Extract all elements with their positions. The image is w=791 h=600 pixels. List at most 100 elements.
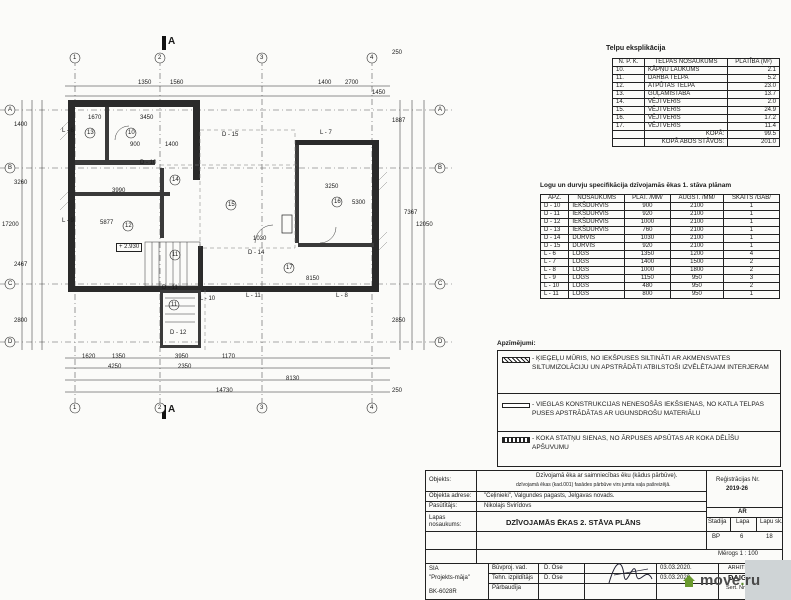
doors-header-width: PLAT. /MM/ <box>624 194 671 203</box>
cell: LOGS <box>568 290 626 299</box>
axis-label-1: 1 <box>73 55 77 61</box>
bottom-dim-4250: 4250 <box>108 364 122 370</box>
cell: 950 <box>669 290 724 299</box>
top-dim-1560: 1560 <box>170 80 184 86</box>
cell: 760 <box>624 226 671 235</box>
doors-table-title: Logu un durvju specifikācija dzīvojamās … <box>540 182 732 189</box>
section-marker-bottom: A <box>168 404 176 415</box>
cell: 2100 <box>669 210 724 219</box>
org-code: BK-6028R <box>429 589 457 595</box>
total-value: 99.5 <box>727 130 780 139</box>
cell: 920 <box>624 242 671 251</box>
label-arhitekte: ARHITEKTE <box>728 565 759 571</box>
label-adrese: Objekta adrese: <box>429 493 472 499</box>
cell: 10. <box>612 66 645 75</box>
cell: D - 10 <box>539 202 570 211</box>
value-lapa-nr: 6 <box>740 534 744 540</box>
date-buvproj: 03.03.2020. <box>660 565 692 571</box>
cell: IEKŠDURVIS <box>568 210 626 219</box>
window-label-l9: L - 9 <box>62 218 74 224</box>
dim-900: 900 <box>130 142 141 148</box>
value-stadija: BP <box>712 534 721 540</box>
cell: DURVIS <box>568 242 626 251</box>
top-dim-1400: 1400 <box>318 80 332 86</box>
cell: 11. <box>612 74 645 83</box>
legend-row-timber: - KOKA STATŅU SIENAS, NO ĀRPUSES APSŪTAS… <box>498 431 780 465</box>
value-reg: 2019-26 <box>726 486 749 492</box>
axis-label-3-bottom: 3 <box>260 405 264 411</box>
value-merogs: Mērogs 1 : 100 <box>718 551 759 557</box>
cell: VĒJTVERIS <box>643 98 729 107</box>
left-dim-2800: 2800 <box>14 318 28 324</box>
cell: 2 <box>722 266 781 275</box>
cell: 16. <box>612 114 645 123</box>
overall-value: 201.0 <box>727 138 780 147</box>
value-pasutitajs: Nikolajs Svirīdovs <box>484 503 532 509</box>
axis-label-2: 2 <box>158 55 162 61</box>
doors-windows-table: APZ. NOSAUKUMS PLAT. /MM/ AUGST. /MM/ SK… <box>539 194 781 299</box>
cell: VĒJTVERIS <box>643 122 729 131</box>
room-number-14: 14 <box>172 177 179 183</box>
room-number-15: 15 <box>228 202 235 208</box>
cell: 1000 <box>624 266 671 275</box>
cell: 2.1 <box>727 66 780 75</box>
house-logo-icon <box>683 575 695 587</box>
value-objekts-1: Dzīvojamā ēka ar saimniecības ēku (kādus… <box>536 473 678 479</box>
cell: 13. <box>612 90 645 99</box>
axis-label-d-right: D <box>438 339 443 345</box>
axis-label-1-bottom: 1 <box>73 405 77 411</box>
label-parbaudija: Pārbaudīja <box>492 585 522 591</box>
legend-row-light: - VIEGLAS KONSTRUKCIJAS NENESOŠĀS IEKŠSI… <box>498 393 780 432</box>
door-label-d10: D - 10 <box>140 160 157 166</box>
cell: 14. <box>612 98 645 107</box>
window-label-l6: L - 6 <box>62 128 74 134</box>
room-number-10: 10 <box>128 130 135 136</box>
dim-5300: 5300 <box>352 200 366 206</box>
value-lapa: DZĪVOJAMĀS ĒKAS 2. STĀVA PLĀNS <box>506 518 641 527</box>
cell: VĒJTVERIS <box>643 106 729 115</box>
right-dim-7367: 7367 <box>404 210 418 216</box>
cell: 2 <box>722 282 781 291</box>
left-dim-1400: 1400 <box>14 122 28 128</box>
cell: LOGS <box>568 282 626 291</box>
doors-header-count: SKAITS /GAB/ <box>722 194 781 203</box>
cell: 2100 <box>669 202 724 211</box>
brick-wall-swatch-icon <box>502 357 530 363</box>
cell: L - 9 <box>539 274 570 283</box>
name-buvproj: D. Ose <box>544 565 563 571</box>
cell: KĀPŅU LAUKUMS <box>643 66 729 75</box>
bottom-dim-3950: 3950 <box>175 354 189 360</box>
room-number-12: 12 <box>125 223 132 229</box>
cell: 900 <box>624 202 671 211</box>
top-dim-250: 250 <box>392 50 403 56</box>
cell: 24.9 <box>727 106 780 115</box>
dim-3250: 3250 <box>325 184 339 190</box>
axis-label-3: 3 <box>260 55 264 61</box>
legend-text-timber: - KOKA STATŅU SIENAS, NO ĀRPUSES APSŪTAS… <box>532 435 739 451</box>
window-label-l11: L - 11 <box>246 293 261 299</box>
right-dim-250: 250 <box>392 388 403 394</box>
cell: 1 <box>722 234 781 243</box>
bottom-dim-14730: 14730 <box>216 388 233 394</box>
label-objekts: Objekts: <box>429 477 452 483</box>
header-lapa: Lapa <box>736 519 750 525</box>
value-lapas-sk: 18 <box>766 534 773 540</box>
axis-label-a: A <box>8 107 13 113</box>
section-marker-top: A <box>168 36 176 47</box>
window-label-l7: L - 7 <box>320 130 332 136</box>
cell: L - 7 <box>539 258 570 267</box>
window-label-l10: L - 10 <box>200 296 216 302</box>
